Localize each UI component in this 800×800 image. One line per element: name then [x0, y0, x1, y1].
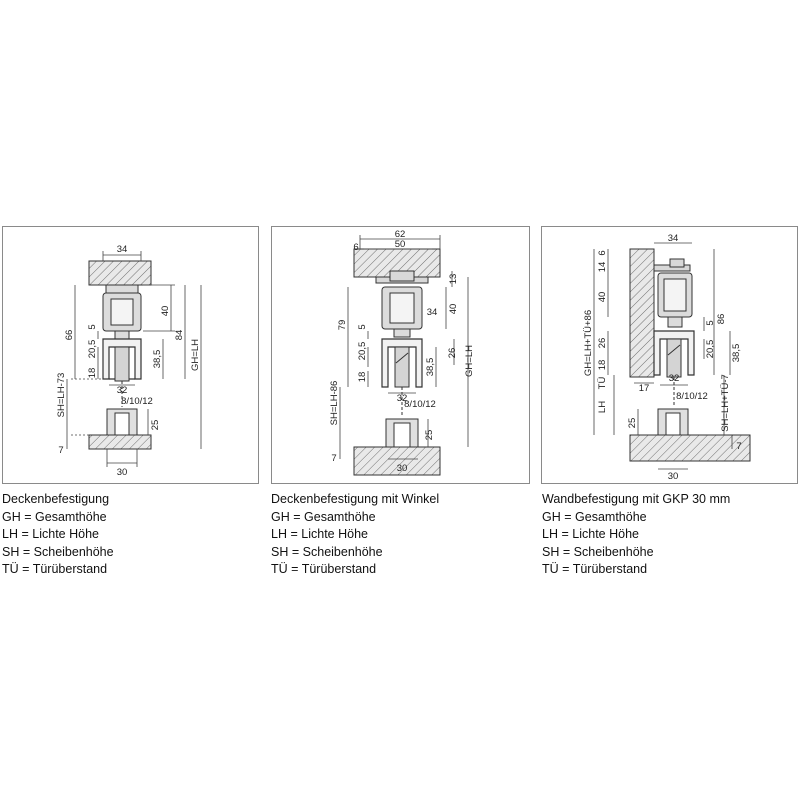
- dim-84: 84: [174, 330, 185, 341]
- floor-block: [353, 446, 441, 476]
- dim-20-5: 20,5: [705, 340, 716, 359]
- dim-5: 5: [705, 320, 716, 325]
- floor-block: [88, 434, 152, 450]
- legend-row: GH = Gesamthöhe: [2, 509, 107, 524]
- panel-ceiling-mount: 34 40 84 GH=LH 66 5 20,5 18 38,5 32 8/10…: [2, 226, 259, 484]
- panel-ceiling-mount-bracket: 62 6 50 13 79 40 34 5 20,5 26 18 38,5 GH…: [271, 226, 530, 484]
- panel-title: Wandbefestigung mit GKP 30 mm: [542, 492, 731, 506]
- dim-32: 32: [397, 393, 408, 404]
- dim-gh: GH=LH: [190, 339, 201, 371]
- legend-ceiling-mount: Deckenbefestigung GH = Gesamthöhe LH = L…: [2, 491, 114, 579]
- dim-gh: GH=LH+TÜ+86: [583, 310, 594, 376]
- roller-carriage: [102, 284, 142, 340]
- legend-row: TÜ = Türüberstand: [542, 562, 648, 577]
- dim-40: 40: [448, 304, 459, 315]
- legend-row: GH = Gesamthöhe: [542, 509, 647, 524]
- dim-25: 25: [424, 430, 435, 441]
- dim-34: 34: [668, 233, 679, 244]
- panel-title: Deckenbefestigung mit Winkel: [271, 492, 440, 506]
- dimension-lines: [339, 235, 469, 460]
- dim-bottom-width: 30: [117, 467, 128, 478]
- dim-40: 40: [597, 292, 608, 303]
- roller-carriage: [657, 272, 693, 328]
- dim-5: 5: [87, 324, 98, 329]
- dim-7: 7: [331, 453, 336, 464]
- legend-row: TÜ = Türüberstand: [271, 562, 377, 577]
- dim-7: 7: [58, 445, 63, 456]
- dim-gap: 8/10/12: [121, 396, 153, 407]
- dim-32: 32: [117, 385, 128, 396]
- legend-row: TÜ = Türüberstand: [2, 562, 108, 577]
- dim-20-5: 20,5: [357, 342, 368, 361]
- dimension-lines: [593, 242, 733, 470]
- dim-66: 66: [64, 330, 75, 341]
- dim-34: 34: [427, 307, 438, 318]
- wall-bracket: [653, 258, 691, 272]
- dim-sh: SH=LH+TÜ-7: [720, 374, 731, 432]
- dim-38-5: 38,5: [731, 344, 742, 363]
- dim-17: 17: [639, 383, 650, 394]
- legend-row: LH = Lichte Höhe: [542, 527, 639, 542]
- dim-18: 18: [357, 372, 368, 383]
- legend-ceiling-mount-bracket: Deckenbefestigung mit Winkel GH = Gesamt…: [271, 491, 439, 579]
- panel-title: Deckenbefestigung: [2, 492, 110, 506]
- legend-row: SH = Scheibenhöhe: [271, 544, 383, 559]
- dim-bottom-width: 30: [668, 471, 679, 482]
- dim-top-width: 34: [117, 244, 128, 255]
- dim-32: 32: [669, 373, 680, 384]
- dim-6: 6: [597, 250, 608, 255]
- dim-25: 25: [627, 418, 638, 429]
- top-rail-profile: [653, 330, 695, 376]
- dim-18: 18: [87, 368, 98, 379]
- dim-sh: SH=LH-73: [56, 373, 67, 418]
- dim-gap: 8/10/12: [404, 399, 436, 410]
- dim-79: 79: [337, 320, 348, 331]
- glass-clamp: [394, 346, 410, 388]
- dim-62: 62: [395, 229, 406, 240]
- legend-row: GH = Gesamthöhe: [271, 509, 376, 524]
- legend-row: LH = Lichte Höhe: [2, 527, 99, 542]
- top-rail-profile: [381, 338, 423, 388]
- angle-bracket: [375, 270, 429, 284]
- dim-38-5: 38,5: [425, 358, 436, 377]
- dim-gh: GH=LH: [464, 345, 475, 377]
- legend-wall-mount: Wandbefestigung mit GKP 30 mm GH = Gesam…: [542, 491, 730, 579]
- dim-gap: 8/10/12: [676, 391, 708, 402]
- glass-clamp: [666, 338, 682, 378]
- dimension-lines: [66, 251, 202, 467]
- dim-lh: LH: [597, 401, 608, 413]
- glass-clamp: [114, 346, 130, 382]
- dim-6: 6: [353, 242, 358, 253]
- dim-bottom-width: 30: [397, 463, 408, 474]
- dim-5: 5: [357, 324, 368, 329]
- wall-block: [629, 248, 655, 378]
- ceiling-block: [88, 260, 152, 286]
- dim-13: 13: [448, 274, 459, 285]
- dim-14: 14: [597, 262, 608, 273]
- dim-sh: SH=LH-86: [329, 381, 340, 426]
- dim-38-5: 38,5: [152, 350, 163, 369]
- dim-86: 86: [716, 314, 727, 325]
- legend-row: SH = Scheibenhöhe: [2, 544, 114, 559]
- dim-50: 50: [395, 239, 406, 250]
- panel-wall-mount: 34 6 14 40 GH=LH+TÜ+86 86 5 26 20,5 38,5…: [541, 226, 798, 484]
- dim-26: 26: [597, 338, 608, 349]
- dim-18: 18: [597, 360, 608, 371]
- drawing-ceiling-mount: 34 40 84 GH=LH 66 5 20,5 18 38,5 32 8/10…: [56, 244, 202, 478]
- dim-7: 7: [736, 441, 741, 452]
- dim-40: 40: [160, 306, 171, 317]
- floor-block: [629, 434, 751, 462]
- dim-25: 25: [150, 420, 161, 431]
- dim-tu: TÜ: [597, 377, 608, 390]
- legend-row: LH = Lichte Höhe: [271, 527, 368, 542]
- dim-20-5: 20,5: [87, 340, 98, 359]
- drawing-ceiling-mount-bracket: 62 6 50 13 79 40 34 5 20,5 26 18 38,5 GH…: [329, 229, 475, 476]
- roller-carriage: [381, 286, 423, 338]
- legend-row: SH = Scheibenhöhe: [542, 544, 654, 559]
- dim-26: 26: [447, 348, 458, 359]
- drawing-wall-mount: 34 6 14 40 GH=LH+TÜ+86 86 5 26 20,5 38,5…: [583, 233, 751, 482]
